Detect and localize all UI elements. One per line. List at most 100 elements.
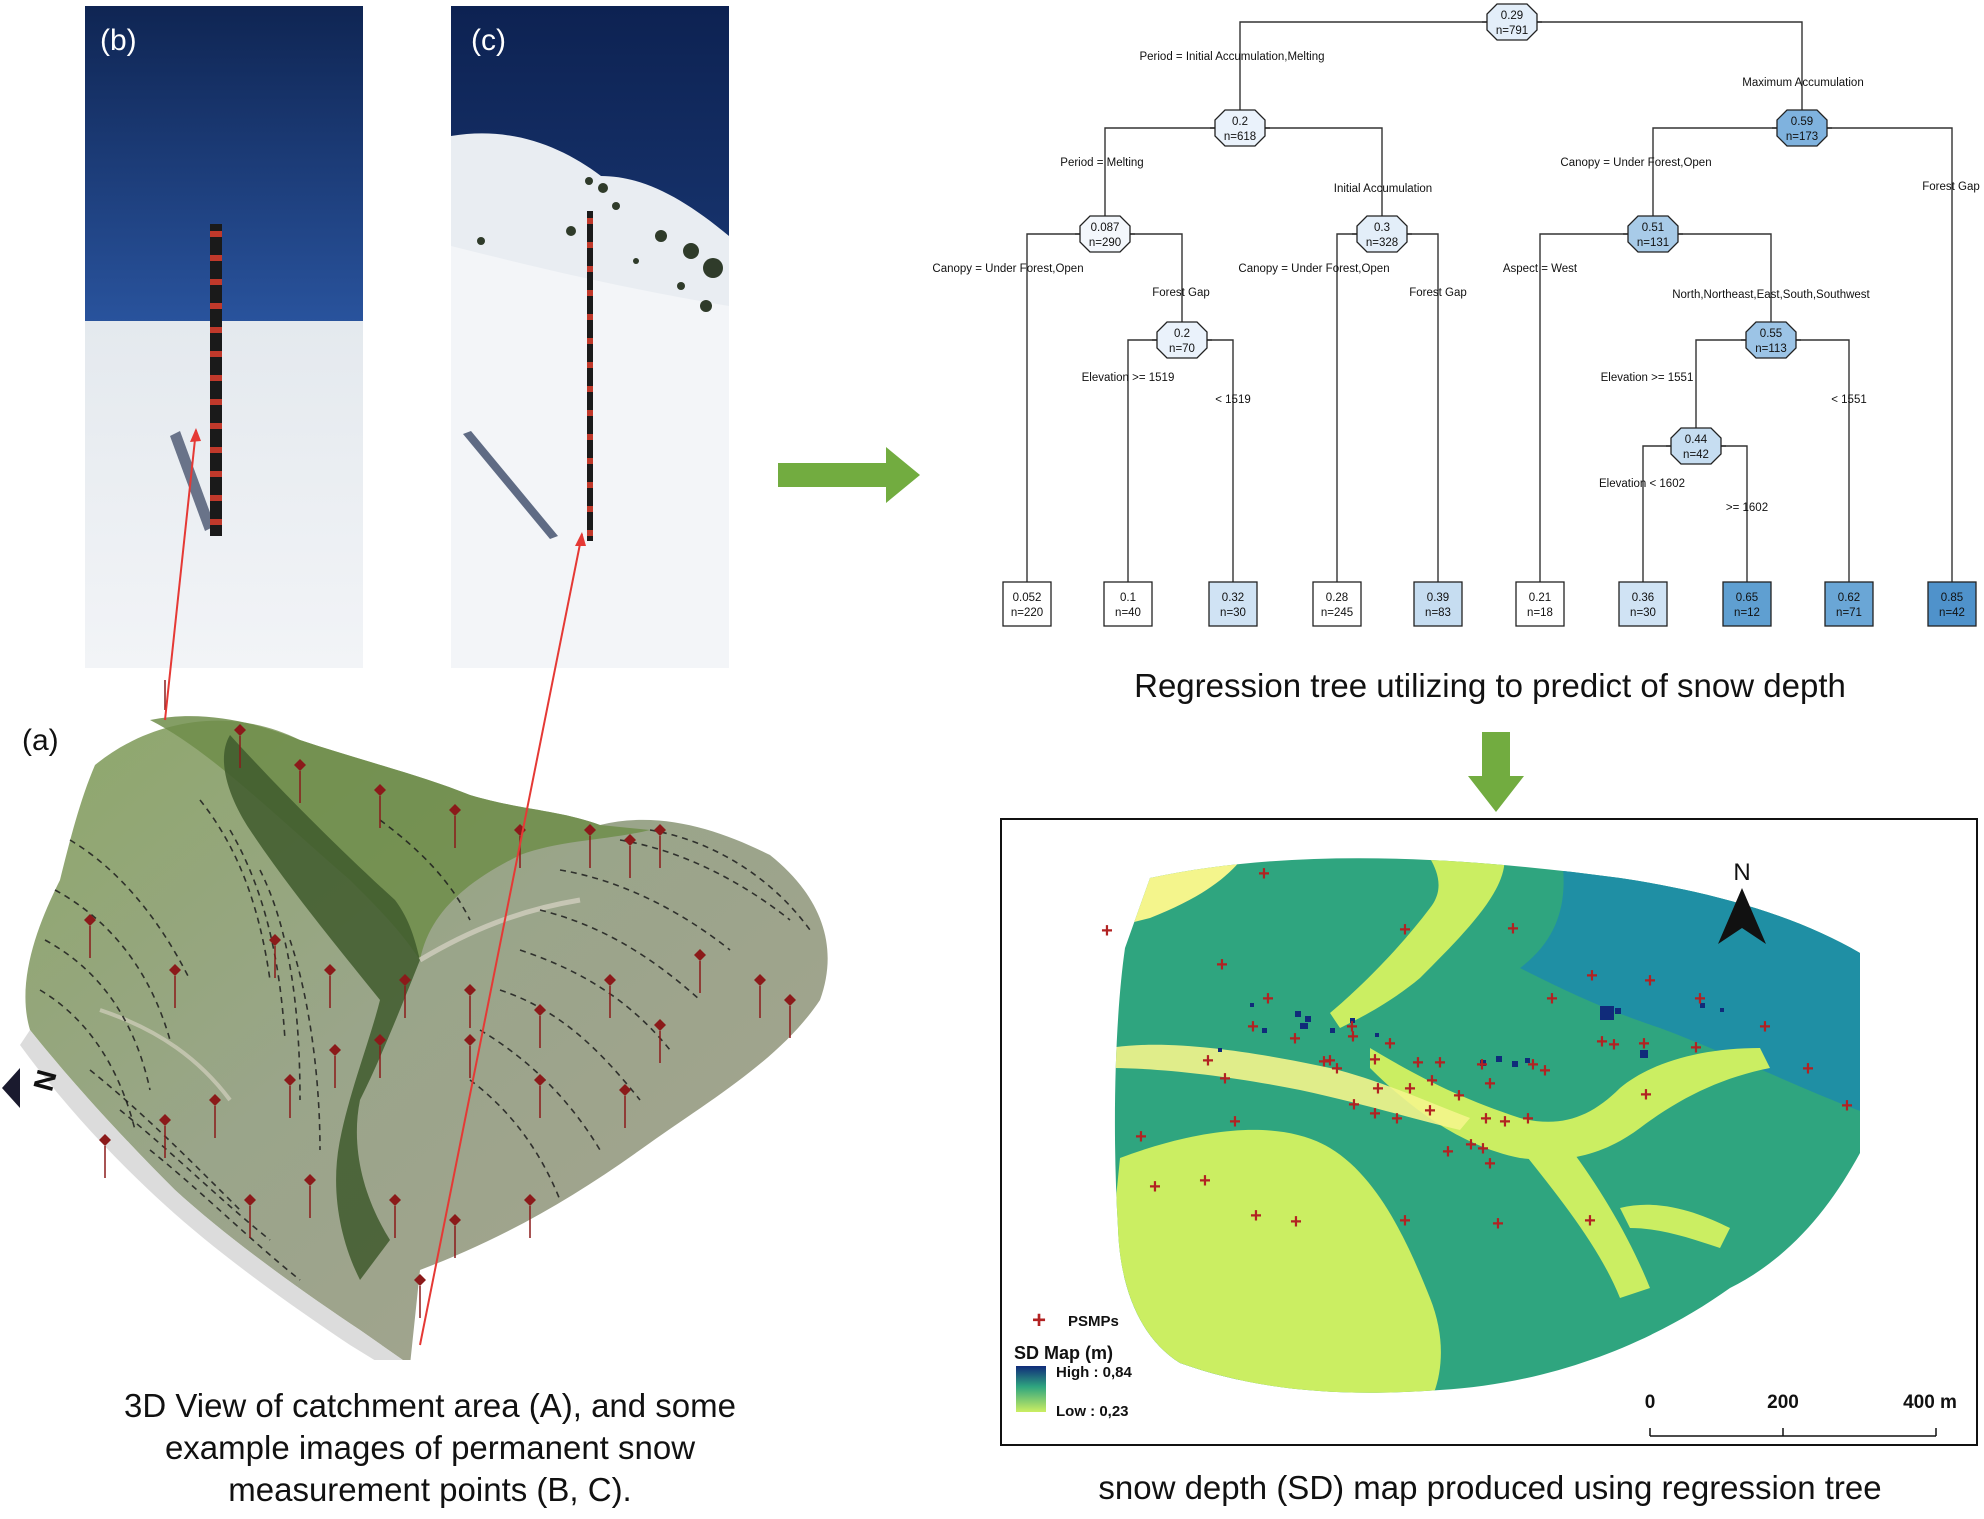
catchment-3d-view (20, 680, 828, 1360)
zone-yellow-green-ridge (1370, 1048, 1770, 1160)
split-label-s12: North,Northeast,East,South,Southwest (1672, 289, 1870, 301)
tree-leaf-node: 0.39n=83 (1413, 581, 1463, 627)
psmp-marker: + (1404, 1078, 1416, 1100)
psmp-marker: + (1348, 1094, 1360, 1116)
node-value: 0.21 (1529, 592, 1551, 604)
split-box (1079, 215, 1131, 253)
tree-split-node: 0.2n=618 (1214, 109, 1266, 147)
arrow-right-icon (778, 447, 920, 503)
psmp-marker: + (1412, 1052, 1424, 1074)
psmp-marker: + (1290, 1211, 1302, 1233)
node-value: 0.32 (1222, 592, 1244, 604)
tree-split-node: 0.3 n=328 (1356, 215, 1408, 253)
tree-split-node: 0.2n=70 (1156, 321, 1208, 359)
psmp-marker: + (1507, 918, 1519, 940)
psmp-marker: + (1384, 1033, 1396, 1055)
legend-psmps-label: PSMPs (1068, 1313, 1119, 1330)
psmp-marker: + (1546, 988, 1558, 1010)
node-count: n=40 (1115, 607, 1141, 619)
node-count: n=30 (1630, 607, 1656, 619)
node-count: n=290 (1089, 237, 1121, 249)
node-count: n=328 (1366, 237, 1398, 249)
legend-psmp-icon: + (1032, 1307, 1046, 1334)
legend-title: SD Map (m) (1014, 1343, 1113, 1363)
psmp-marker: + (1690, 1037, 1702, 1059)
node-count: n=12 (1734, 607, 1760, 619)
photo-b (85, 6, 363, 668)
tree-leaf-node: 0.21n=18 (1515, 581, 1565, 627)
psmp-marker: + (1369, 1049, 1381, 1071)
psmp-marker: + (1250, 1205, 1262, 1227)
node-value: 0.62 (1838, 592, 1860, 604)
psmp-marker: + (1391, 1108, 1403, 1130)
leaf-box (1208, 581, 1258, 627)
split-label-s6: Forest Gap (1152, 287, 1210, 299)
psmp-marker: + (1640, 1084, 1652, 1106)
regression-tree: Period = Initial Accumulation,MeltingMax… (932, 3, 1980, 627)
split-label-s11: Aspect = West (1503, 263, 1578, 275)
node-value: 0.2 (1232, 116, 1248, 128)
psmp-marker: + (1258, 863, 1270, 885)
node-count: n=42 (1683, 449, 1709, 461)
tree-split-node: 0.29 n=791 (1486, 3, 1538, 41)
psmp-marker: + (1372, 1078, 1384, 1100)
tree-split-node: 0.44n=42 (1670, 427, 1722, 465)
node-value: 0.087 (1091, 222, 1120, 234)
panel-label-c: (c) (471, 24, 506, 57)
psmp-marker: + (1527, 1054, 1539, 1076)
leaf-box (1002, 581, 1052, 627)
tree-split-node: 0.51n=131 (1627, 215, 1679, 253)
psmp-marker: + (1318, 1051, 1330, 1073)
psmp-marker: + (1399, 1210, 1411, 1232)
legend-high-label: High : 0,84 (1056, 1364, 1133, 1381)
psmp-marker: + (1802, 1058, 1814, 1080)
zone-yellow-green-n (1330, 858, 1505, 1028)
legend-low-label: Low : 0,23 (1056, 1403, 1129, 1420)
node-value: 0.59 (1791, 116, 1813, 128)
leaf-box (1103, 581, 1153, 627)
map-north-label: N (1733, 859, 1750, 886)
psmp-marker: + (1347, 1026, 1359, 1048)
tree-split-node: 0.087 n=290 (1079, 215, 1131, 253)
psmp-marker: + (1442, 1141, 1454, 1163)
psmp-marker: + (1522, 1108, 1534, 1130)
psmp-marker: + (1492, 1213, 1504, 1235)
node-count: n=71 (1836, 607, 1862, 619)
snow-stake-c (587, 211, 593, 541)
split-box (1627, 215, 1679, 253)
split-label-s1: Period = Initial Accumulation,Melting (1139, 51, 1324, 63)
node-value: 0.3 (1374, 222, 1390, 234)
psmp-marker: + (1480, 1108, 1492, 1130)
node-value: 0.29 (1501, 10, 1523, 22)
snow-depth-map: ++++++++++++++++++++++++++++++++++++++++… (1000, 818, 1978, 1446)
tree-leaf-node: 0.85 n=42 (1927, 581, 1977, 627)
scale-label-0: 0 (1645, 1392, 1656, 1413)
psmp-marker: + (1638, 1033, 1650, 1055)
panel-label-a: (a) (22, 724, 59, 757)
psmp-marker: + (1369, 1103, 1381, 1125)
psmp-marker: + (1149, 1176, 1161, 1198)
node-value: 0.85 (1941, 592, 1963, 604)
node-count: n=791 (1496, 25, 1528, 37)
node-value: 0.1 (1120, 592, 1136, 604)
node-count: n=42 (1939, 607, 1965, 619)
node-count: n=131 (1637, 237, 1669, 249)
psmp-marker: + (1596, 1031, 1608, 1053)
psmp-marker: + (1586, 965, 1598, 987)
scale-bar (1649, 1428, 1937, 1437)
zone-deep-blue (1218, 1003, 1724, 1067)
split-label-s16: < 1551 (1831, 394, 1867, 406)
scale-label-200: 200 (1767, 1392, 1799, 1413)
scale-label-400: 400 m (1903, 1392, 1957, 1413)
north-indicator-3d: N (2, 1067, 63, 1108)
snow-stake-b (210, 224, 222, 536)
split-label-s8: Forest Gap (1409, 287, 1467, 299)
split-box (1156, 321, 1208, 359)
map-north-arrow-icon (1718, 888, 1766, 944)
psmp-marker: + (1135, 1126, 1147, 1148)
panel-label-b: (b) (100, 24, 137, 57)
split-label-s5: Canopy = Under Forest,Open (932, 263, 1083, 275)
tree-leaf-node: 0.28n=245 (1312, 581, 1362, 627)
caption-left-line-2: example images of permanent snow (164, 1429, 696, 1466)
